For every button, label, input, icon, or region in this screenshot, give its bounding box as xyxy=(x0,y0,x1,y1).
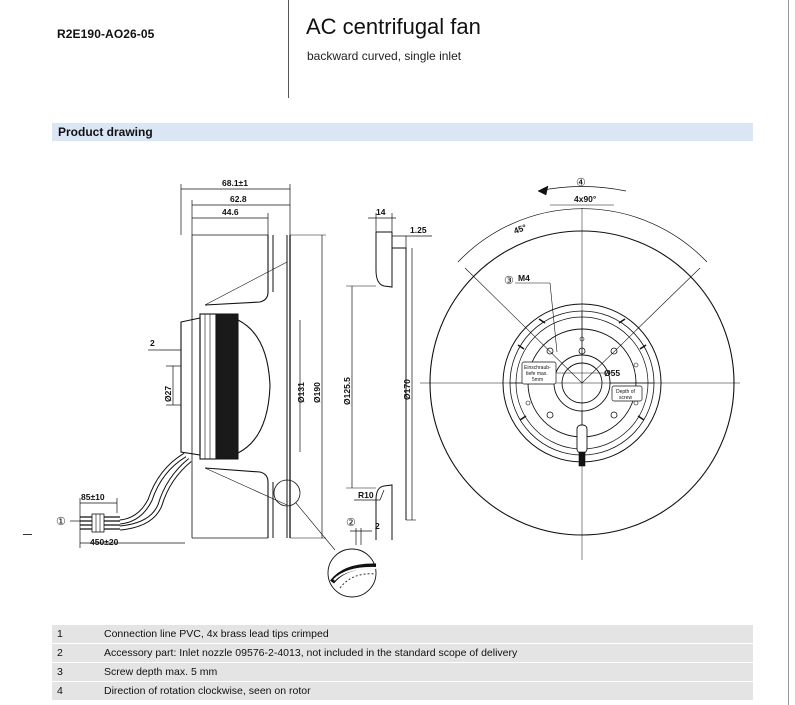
note-number: 4 xyxy=(57,685,63,697)
margin-mark xyxy=(23,534,32,535)
note-text: Direction of rotation clockwise, seen on… xyxy=(104,685,311,697)
callout-4: ④ xyxy=(576,177,586,189)
header-divider xyxy=(288,0,289,98)
document-header: R2E190-AO26-05 AC centrifugal fan backwa… xyxy=(0,0,788,98)
dim-outer-diameter: Ø190 xyxy=(312,382,322,403)
note-text: Accessory part: Inlet nozzle 09576-2-401… xyxy=(104,647,518,659)
note-row: 1 Connection line PVC, 4x brass lead tip… xyxy=(52,625,753,643)
dim-motor-diameter: Ø131 xyxy=(296,382,306,403)
label-einschraub-line3: 5mm xyxy=(532,377,543,383)
dim-thread: M4 xyxy=(518,273,530,283)
note-row: 4 Direction of rotation clockwise, seen … xyxy=(52,682,753,700)
callout-3: ③ xyxy=(504,275,514,287)
page-right-border xyxy=(788,0,789,705)
dim-offset: 2 xyxy=(150,338,155,348)
dim-nozzle-width: 14 xyxy=(376,207,386,217)
product-subtitle: backward curved, single inlet xyxy=(307,49,462,63)
dim-nozzle-outer-diameter: Ø170 xyxy=(402,379,412,400)
dim-hole-pattern: 4x90° xyxy=(574,194,597,204)
callout-2: ② xyxy=(346,517,356,529)
product-title: AC centrifugal fan xyxy=(306,14,481,39)
product-drawing: 68.1±1 62.8 44.6 2 Ø27 Ø131 Ø190 85±10 4… xyxy=(52,143,753,613)
dim-nozzle-gap: 2 xyxy=(375,521,380,531)
dim-nozzle-thickness: 1.25 xyxy=(410,225,427,235)
dim-angle: 45° xyxy=(512,222,528,236)
note-row: 3 Screw depth max. 5 mm xyxy=(52,663,753,681)
dim-cable-length: 450±20 xyxy=(90,537,119,547)
dim-nozzle-inner-diameter: Ø125.5 xyxy=(342,377,352,405)
note-text: Connection line PVC, 4x brass lead tips … xyxy=(104,628,329,640)
dim-nozzle-radius: R10 xyxy=(358,490,374,500)
note-text: Screw depth max. 5 mm xyxy=(104,666,218,678)
dim-cable-strip: 85±10 xyxy=(81,492,105,502)
dim-shaft-diameter: Ø27 xyxy=(163,386,173,402)
label-einschraub-line2: tiefe max. xyxy=(526,371,548,377)
section-header-product-drawing: Product drawing xyxy=(52,123,753,141)
note-row: 2 Accessory part: Inlet nozzle 09576-2-4… xyxy=(52,644,753,662)
dim-depth-3: 44.6 xyxy=(222,207,239,217)
nozzle-view xyxy=(327,213,432,598)
note-number: 2 xyxy=(57,647,63,659)
note-number: 3 xyxy=(57,666,63,678)
dim-depth-2: 62.8 xyxy=(230,194,247,204)
dim-bolt-circle: Ø55 xyxy=(604,368,620,378)
notes-table: 1 Connection line PVC, 4x brass lead tip… xyxy=(52,625,753,701)
callout-1: ① xyxy=(56,516,66,528)
label-screw-depth-line2: screw xyxy=(619,395,632,401)
label-screw-depth-line1: Depth of xyxy=(616,389,636,395)
model-number: R2E190-AO26-05 xyxy=(57,27,155,41)
side-view xyxy=(70,184,336,551)
label-einschraub-line1: Einschraub- xyxy=(524,365,551,371)
technical-drawing-svg: 68.1±1 62.8 44.6 2 Ø27 Ø131 Ø190 85±10 4… xyxy=(56,177,740,598)
front-view xyxy=(420,185,740,560)
dim-total-depth: 68.1±1 xyxy=(222,178,248,188)
note-number: 1 xyxy=(57,628,63,640)
